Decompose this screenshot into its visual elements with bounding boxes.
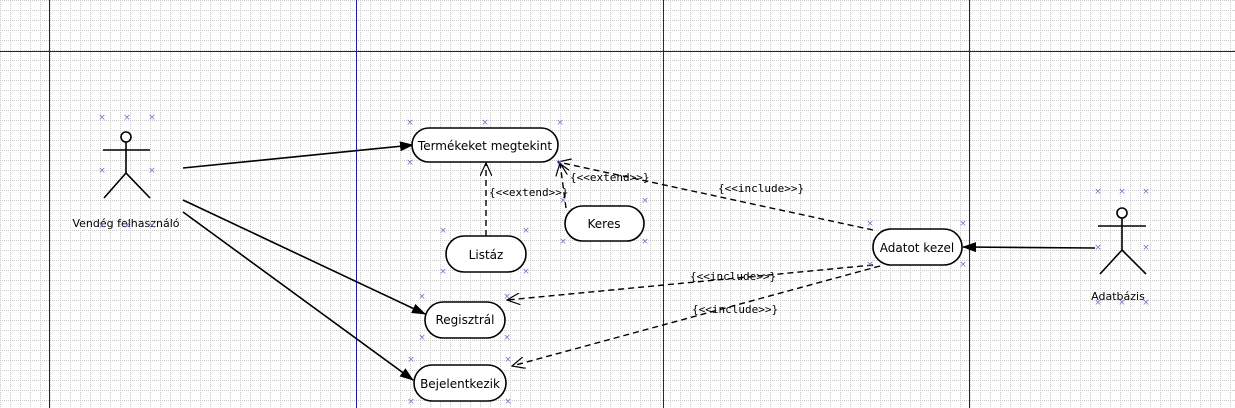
actor-leg-left — [1099, 249, 1123, 275]
include-edge-login[interactable] — [512, 265, 881, 366]
actor-head — [120, 131, 132, 143]
selection-handle[interactable]: × — [503, 333, 511, 343]
actor-head — [1116, 207, 1128, 219]
use-case-shape[interactable] — [564, 205, 645, 242]
selection-handle[interactable]: × — [1142, 243, 1150, 253]
selection-handle[interactable]: × — [407, 355, 415, 365]
use-case-register[interactable]: Regisztrál — [424, 301, 506, 339]
include-edge-view-products[interactable] — [558, 162, 874, 231]
use-case-view-products[interactable]: Termékeket megtekint — [411, 127, 559, 163]
selection-handle[interactable]: × — [1094, 243, 1102, 253]
use-case-search[interactable]: Keres — [564, 205, 645, 242]
selection-handle[interactable]: × — [522, 226, 530, 236]
actor-guest[interactable] — [103, 131, 151, 199]
selection-handle[interactable]: × — [406, 158, 414, 168]
selection-handle[interactable]: × — [504, 355, 512, 365]
selection-handle[interactable]: × — [1142, 298, 1150, 308]
selection-handle[interactable]: × — [1118, 298, 1126, 308]
selection-handle[interactable]: × — [98, 113, 106, 123]
actor-leg-left — [103, 172, 127, 199]
use-case-list[interactable]: Listáz — [445, 235, 527, 273]
selection-handle[interactable]: × — [123, 113, 131, 123]
actor-leg-right — [125, 172, 151, 199]
use-case-shape[interactable] — [872, 228, 963, 266]
selection-handle[interactable]: × — [522, 267, 530, 277]
use-case-label: Adatot kezel — [880, 241, 954, 255]
selection-handle[interactable]: × — [504, 397, 512, 407]
stereotype-extend-label: {<<extend>>} — [489, 186, 568, 199]
actor-database[interactable] — [1098, 207, 1147, 275]
selection-handle[interactable]: × — [503, 292, 511, 302]
selection-handle[interactable]: × — [1142, 187, 1150, 197]
use-case-label: Keres — [588, 217, 621, 231]
selection-handles: × × × × × × × × × × × × × × × × × × × × × × × × × × × × × × × × × × × × × × × ×… — [98, 113, 1150, 407]
use-case-label: Regisztrál — [435, 313, 494, 327]
selection-handle[interactable]: × — [148, 113, 156, 123]
selection-handle[interactable]: × — [439, 226, 447, 236]
selection-handle[interactable]: × — [418, 292, 426, 302]
selection-handle[interactable]: × — [559, 196, 567, 206]
selection-handle[interactable]: × — [148, 221, 156, 231]
use-case-shape[interactable] — [445, 235, 527, 273]
selection-handle[interactable]: × — [123, 221, 131, 231]
selection-handle[interactable]: × — [559, 237, 567, 247]
stereotype-include-label: {<<include>>} — [690, 270, 776, 283]
stereotype-include-label: {<<include>>} — [692, 303, 778, 316]
extend-edge-search[interactable] — [560, 163, 566, 209]
selection-handle[interactable]: × — [481, 118, 489, 128]
association-guest-login[interactable] — [182, 211, 414, 381]
use-case-label: Termékeket megtekint — [417, 139, 552, 153]
selection-handle[interactable]: × — [406, 118, 414, 128]
include-edge-register[interactable] — [507, 264, 874, 300]
association-guest-register[interactable] — [182, 199, 426, 315]
selection-handle[interactable]: × — [148, 166, 156, 176]
selection-handle[interactable]: × — [439, 267, 447, 277]
selection-handle[interactable]: × — [1094, 187, 1102, 197]
selection-handle[interactable]: × — [866, 219, 874, 229]
stereotype-extend-label: {<<extend>>} — [570, 171, 649, 184]
selection-handle[interactable]: × — [1094, 298, 1102, 308]
selection-handle[interactable]: × — [418, 333, 426, 343]
use-case-shape[interactable] — [413, 364, 507, 402]
selection-handle[interactable]: × — [407, 397, 415, 407]
use-case-shape[interactable] — [411, 127, 559, 163]
use-case-manage-data[interactable]: Adatot kezel — [872, 228, 963, 266]
actor-database-name: Adatbázis — [1091, 290, 1145, 303]
selection-handle[interactable]: × — [959, 260, 967, 270]
use-case-label: Bejelentkezik — [420, 377, 500, 391]
selection-handle[interactable]: × — [98, 166, 106, 176]
selection-handle[interactable]: × — [556, 118, 564, 128]
selection-handle[interactable]: × — [1118, 187, 1126, 197]
selection-handle[interactable]: × — [959, 219, 967, 229]
selection-handle[interactable]: × — [556, 158, 564, 168]
use-case-label: Listáz — [469, 248, 504, 262]
selection-handle[interactable]: × — [98, 221, 106, 231]
association-database-manage-data[interactable] — [962, 242, 1096, 253]
actor-leg-right — [1121, 249, 1147, 275]
stereotype-include-label: {<<include>>} — [718, 182, 804, 195]
selection-handle[interactable]: × — [641, 237, 649, 247]
actor-guest-name: Vendég felhasználó — [72, 217, 179, 230]
selection-handle[interactable]: × — [866, 260, 874, 270]
use-case-shape[interactable] — [424, 301, 506, 339]
selection-handle[interactable]: × — [641, 196, 649, 206]
use-case-login[interactable]: Bejelentkezik — [413, 364, 507, 402]
association-guest-view-products[interactable] — [182, 141, 414, 169]
